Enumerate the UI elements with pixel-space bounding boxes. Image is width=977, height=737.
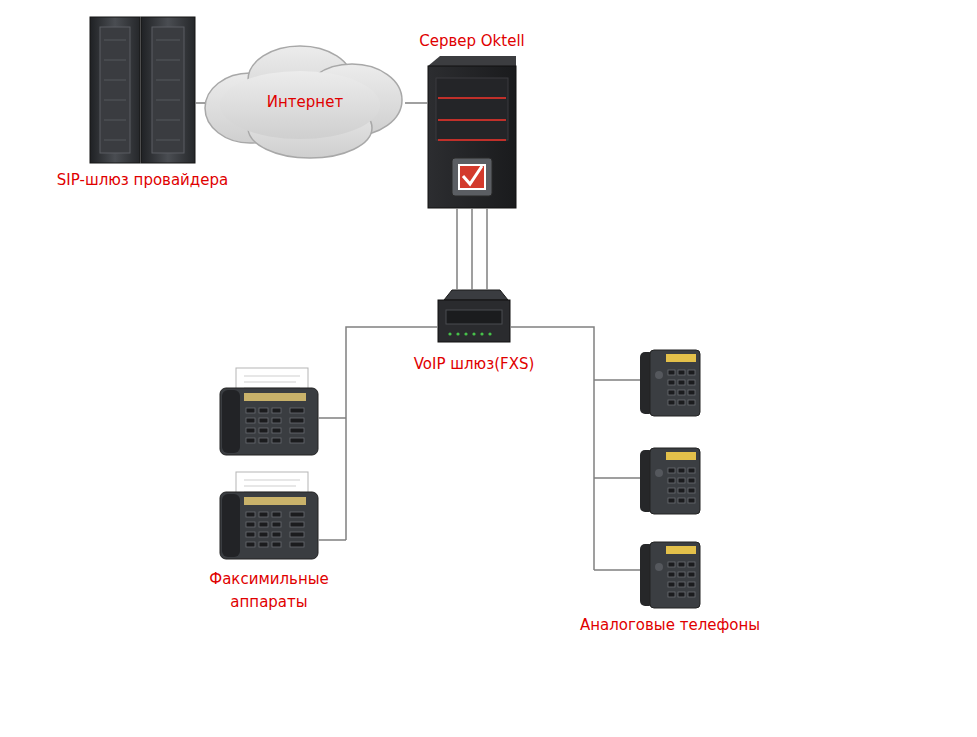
illustration-part <box>104 40 126 41</box>
connector <box>405 103 428 104</box>
illustration-part <box>460 166 484 188</box>
oktell-server-node: Сервер Oktell <box>428 56 516 208</box>
illustration-part <box>458 164 486 190</box>
illustration-part <box>156 140 180 141</box>
connector <box>195 103 205 104</box>
illustration-part <box>141 17 195 163</box>
node-label: Аналоговые телефоны <box>580 614 760 637</box>
illustration-part <box>438 300 510 342</box>
illustration-part <box>152 27 184 153</box>
illustration-part <box>156 100 180 101</box>
illustration-part <box>463 166 482 184</box>
phone-icon <box>640 448 700 514</box>
fax-icon <box>220 472 318 559</box>
illustration-part <box>104 40 180 140</box>
illustration-part <box>436 78 508 140</box>
phone-group: Аналоговые телефоны <box>640 350 700 608</box>
connector <box>457 208 487 290</box>
cloud-shape <box>205 46 402 158</box>
illustration-part <box>104 140 126 141</box>
node-label: Факсимильные аппараты <box>194 568 344 613</box>
phone-icons <box>640 350 700 608</box>
internet-cloud: Интернет <box>205 45 405 160</box>
illustration-part <box>472 332 475 335</box>
node-label: Сервер Oktell <box>419 30 525 53</box>
node-label: VoIP шлюз(FXS) <box>414 353 535 376</box>
sip-gateway-node: SIP-шлюз провайдера <box>90 17 195 163</box>
illustration-part <box>104 120 126 121</box>
illustration-part <box>464 332 467 335</box>
fax-icon <box>220 368 318 455</box>
oktell-server-icon <box>428 56 516 208</box>
illustration-part <box>220 71 380 139</box>
illustration-part <box>104 80 126 81</box>
illustration-part <box>488 332 491 335</box>
illustration-part <box>438 97 506 99</box>
illustration-part <box>104 100 126 101</box>
phone-icon <box>640 542 700 608</box>
illustration-part <box>156 80 180 81</box>
illustration-part <box>480 332 483 335</box>
illustration-part <box>428 66 516 208</box>
connector-line <box>405 102 428 104</box>
node-label: Интернет <box>267 91 343 114</box>
illustration-part <box>444 290 508 300</box>
fax-icons <box>220 368 318 559</box>
connector-line <box>457 208 487 290</box>
voip-gateway-node: VoIP шлюз(FXS) <box>438 290 510 345</box>
illustration-part <box>438 119 506 121</box>
node-label: SIP-шлюз провайдера <box>57 169 228 192</box>
illustration-part <box>446 310 502 324</box>
illustration-part <box>156 60 180 61</box>
illustration-part <box>156 40 180 41</box>
sip-server-icon <box>90 17 195 163</box>
illustration-part <box>428 56 516 66</box>
voip-gateway-icon <box>438 290 510 342</box>
phone-icon <box>640 350 700 416</box>
illustration-part <box>104 60 126 61</box>
illustration-part <box>448 332 451 335</box>
fax-group: Факсимильные аппараты <box>220 368 318 558</box>
illustration-part <box>438 139 506 141</box>
illustration-part <box>456 332 459 335</box>
illustration-part <box>452 158 492 196</box>
connector-line <box>195 102 205 104</box>
illustration-part <box>156 120 180 121</box>
illustration-part <box>100 27 130 153</box>
illustration-part <box>90 17 140 163</box>
illustration-part <box>448 332 491 335</box>
